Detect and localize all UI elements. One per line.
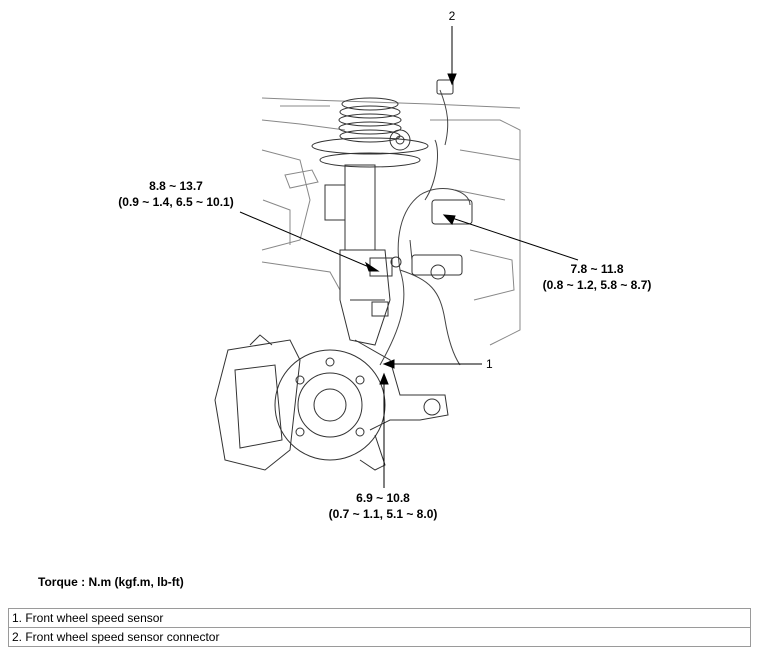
legend-row: 1. Front wheel speed sensor [8,608,751,628]
parts-legend: 1. Front wheel speed sensor 2. Front whe… [8,608,751,647]
legend-row: 2. Front wheel speed sensor connector [8,627,751,647]
torque-right-arrow [442,214,456,225]
coil-spring [311,97,429,168]
sensor-connector-part [389,79,473,280]
torque-upper-left-leader [239,211,377,271]
front-suspension-diagram: 2 1 8.8 ~ 13.7 (0.9 ~ 1.4, 6.5 ~ 10.1) 7… [118,9,652,521]
callout-2-arrow [447,73,457,86]
torque-bottom-alt: (0.7 ~ 1.1, 5.1 ~ 8.0) [329,507,438,521]
strut-bracket [369,256,402,317]
vehicle-body-outline [261,97,521,346]
torque-units-note: Torque : N.m (kgf.m, lb-ft) [38,575,184,589]
torque-upper-left-arrow [364,261,380,272]
torque-right-value: 7.8 ~ 11.8 [570,262,623,276]
torque-bottom-arrow [379,372,389,385]
legend-item-2: 2. Front wheel speed sensor connector [8,627,751,647]
legend-item-1: 1. Front wheel speed sensor [8,608,751,628]
sensor-cable [379,89,471,366]
torque-bottom-value: 6.9 ~ 10.8 [356,491,410,505]
callout-2-number: 2 [449,9,456,23]
torque-upper-left-alt: (0.9 ~ 1.4, 6.5 ~ 10.1) [118,195,233,209]
brake-caliper [214,334,301,471]
strut-assembly [324,164,391,346]
torque-right-leader [445,215,579,261]
callout-1-number: 1 [486,357,493,371]
torque-upper-left-value: 8.8 ~ 13.7 [149,179,203,193]
callout-1-arrow [382,359,395,369]
torque-right-alt: (0.8 ~ 1.2, 5.8 ~ 8.7) [543,278,652,292]
steering-knuckle [354,339,449,471]
wheel-hub [274,349,386,461]
